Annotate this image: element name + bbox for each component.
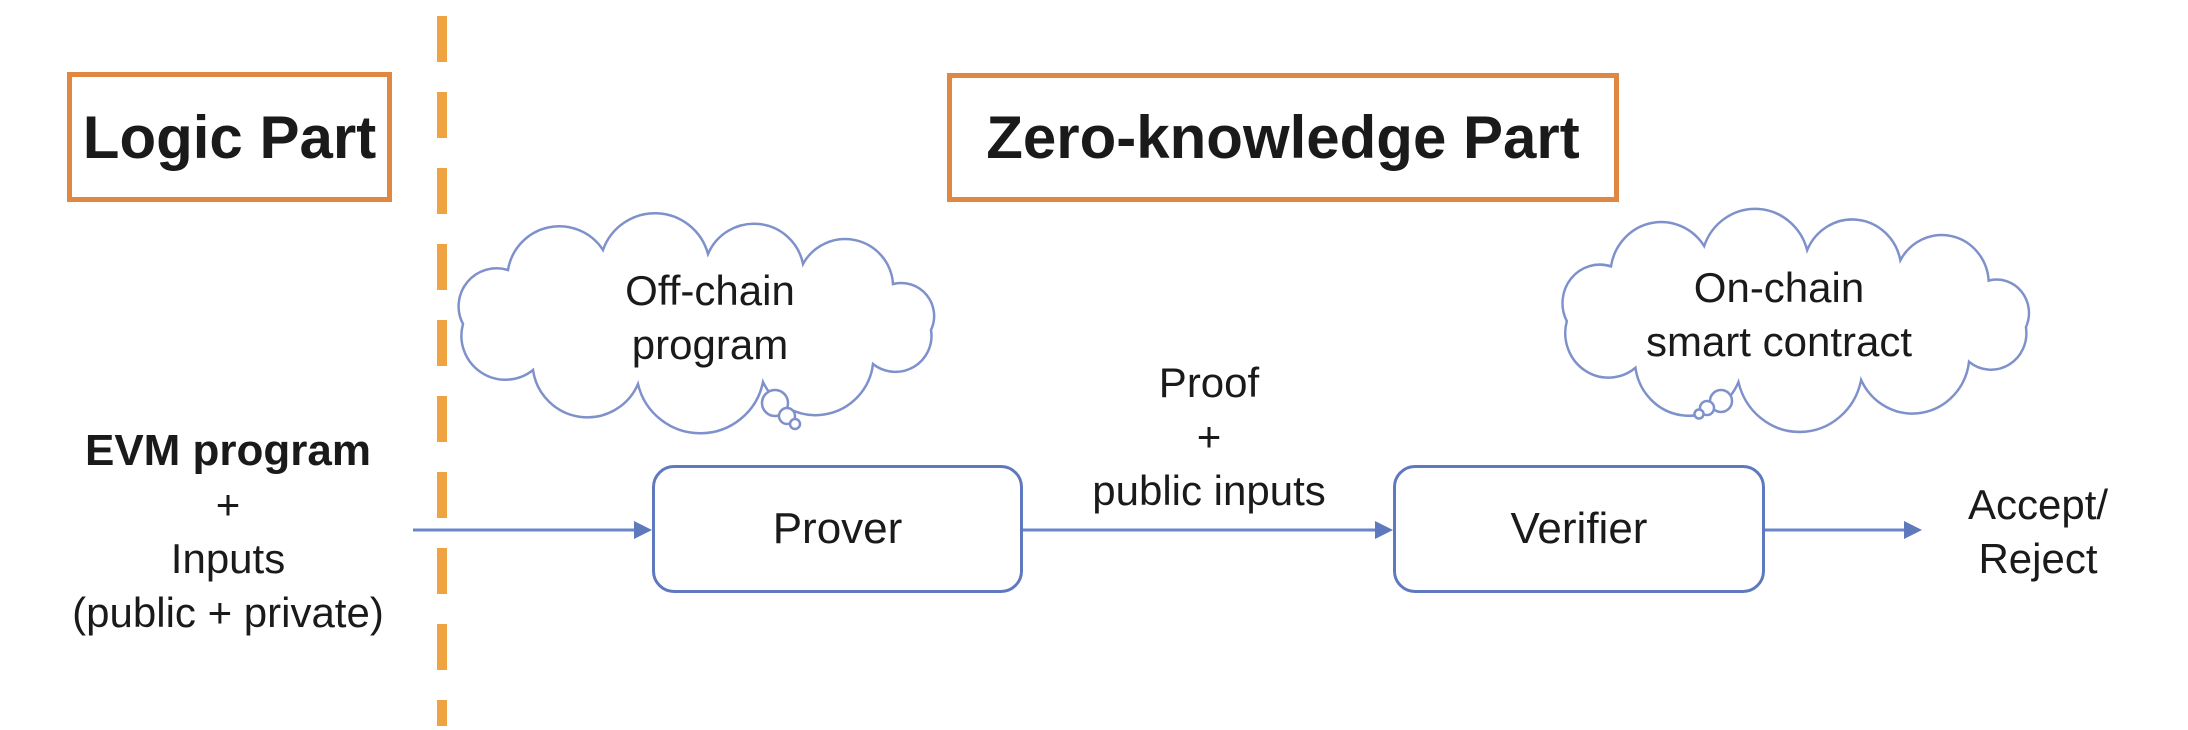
zero-knowledge-part-title: Zero-knowledge Part: [986, 104, 1580, 171]
evm-input-line: Inputs: [170, 535, 286, 582]
onchain-cloud-label: On-chain smart contract: [1646, 261, 1912, 369]
evm-input-line: (public + private): [72, 589, 384, 636]
evm-input-label: EVM program + Inputs (public + private): [72, 424, 384, 640]
arrowhead-icon: [634, 521, 652, 539]
arrow-input-to-prover: [413, 521, 652, 539]
prover-box: Prover: [652, 465, 1023, 593]
prover-label: Prover: [772, 504, 903, 553]
arrowhead-icon: [1375, 521, 1393, 539]
evm-input-line: +: [215, 481, 241, 528]
proof-label-line: Proof: [1158, 359, 1260, 406]
offchain-cloud-tail-bubble-small: [788, 417, 802, 431]
offchain-cloud-line: program: [631, 321, 789, 368]
offchain-cloud-line: Off-chain: [625, 267, 795, 314]
arrow-prover-to-verifier: [1023, 521, 1393, 539]
zero-knowledge-part-title-box: Zero-knowledge Part: [947, 73, 1619, 202]
offchain-thought-cloud: [457, 212, 936, 435]
arrow-verifier-to-output: [1765, 521, 1922, 539]
proof-label: Proof + public inputs: [1092, 356, 1325, 518]
onchain-cloud-tail-bubble-small: [1693, 408, 1705, 420]
offchain-cloud-label: Off-chain program: [625, 264, 795, 372]
onchain-thought-cloud: [1561, 207, 2031, 434]
proof-label-line: public inputs: [1092, 467, 1326, 514]
accept-reject-label: Accept/ Reject: [1968, 478, 2108, 586]
logic-part-title: Logic Part: [82, 103, 377, 171]
onchain-cloud-line: On-chain: [1693, 264, 1865, 311]
proof-label-line: +: [1196, 413, 1222, 460]
output-label-line: Accept/: [1967, 481, 2109, 528]
arrowhead-icon: [1904, 521, 1922, 539]
evm-input-line: EVM program: [84, 426, 372, 475]
logic-part-title-box: Logic Part: [67, 72, 392, 202]
verifier-label: Verifier: [1510, 504, 1648, 553]
output-label-line: Reject: [1978, 535, 2098, 582]
verifier-box: Verifier: [1393, 465, 1765, 593]
onchain-cloud-line: smart contract: [1645, 318, 1913, 365]
